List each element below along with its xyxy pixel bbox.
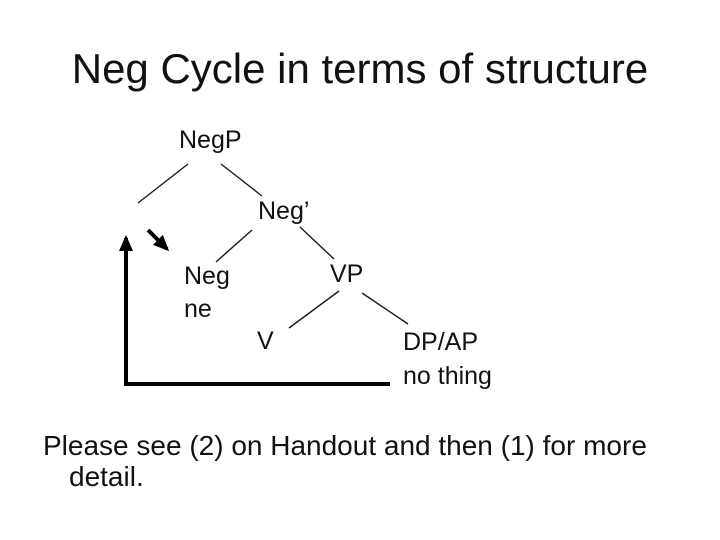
branch-negp-negbar: [220, 163, 263, 197]
tree-node-neg-bar: Neg’: [258, 197, 310, 225]
tree-node-neg-head: Neg: [184, 262, 230, 290]
slide-title: Neg Cycle in terms of structure: [71, 45, 649, 92]
movement-arrow-up-icon: [119, 235, 390, 386]
branch-vp-v: [288, 290, 340, 329]
tree-node-neg-word: ne: [184, 295, 212, 323]
tree-node-v: V: [257, 327, 274, 355]
branch-negp-spec: [137, 163, 189, 204]
footer-note: Please see (2) on Handout and then (1) f…: [43, 430, 647, 492]
tree-node-vp: VP: [330, 260, 364, 288]
branch-negbar-vp: [299, 226, 335, 260]
tree-node-dpap: DP/AP no thing: [403, 325, 492, 393]
branch-negbar-neg: [215, 229, 253, 263]
tree-node-dpap-word: no thing: [403, 362, 492, 390]
tree-node-negp: NegP: [179, 126, 242, 154]
tree-node-neg: Neg ne: [184, 260, 230, 326]
movement-arrow-into-neg-icon: [146, 228, 170, 252]
tree-node-dpap-label: DP/AP: [403, 328, 479, 356]
branch-vp-dpap: [361, 292, 409, 325]
